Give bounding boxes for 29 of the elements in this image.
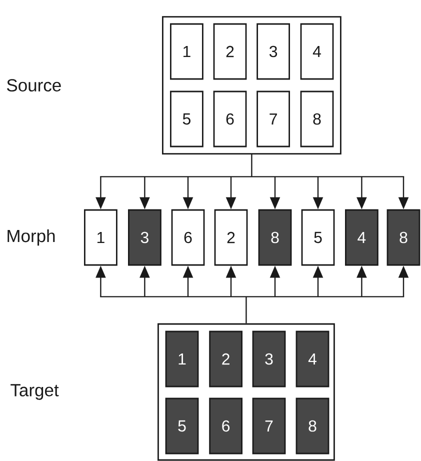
numbered-box: 8 (300, 90, 334, 148)
numbered-box: 8 (296, 398, 330, 454)
row-label: Source (7, 79, 61, 92)
numbered-box: 3 (256, 23, 290, 80)
numbered-box: 6 (213, 90, 247, 148)
numbered-box: 3 (252, 330, 286, 388)
numbered-box: 1 (170, 23, 204, 80)
numbered-box: 7 (256, 90, 290, 148)
numbered-box: 1 (84, 209, 118, 266)
numbered-box: 8 (386, 209, 420, 266)
numbered-box: 4 (296, 330, 330, 388)
numbered-box: 4 (300, 23, 334, 80)
numbered-box: 2 (213, 23, 247, 80)
numbered-box: 4 (345, 209, 378, 266)
numbered-box: 6 (209, 398, 242, 454)
numbered-box: 1 (165, 330, 199, 388)
row-label: Target (10, 384, 59, 400)
panel-box (162, 16, 342, 154)
numbered-box: 7 (252, 398, 286, 454)
numbered-box: 3 (128, 209, 162, 266)
numbered-box: 5 (170, 90, 204, 148)
numbered-box: 6 (171, 209, 205, 266)
row-label: Morph (8, 229, 55, 246)
numbered-box: 5 (165, 398, 199, 454)
numbered-box: 5 (301, 209, 335, 266)
numbered-box: 2 (209, 330, 242, 388)
numbered-box: 2 (214, 209, 248, 266)
numbered-box: 8 (258, 209, 292, 266)
panel-box (158, 323, 335, 461)
